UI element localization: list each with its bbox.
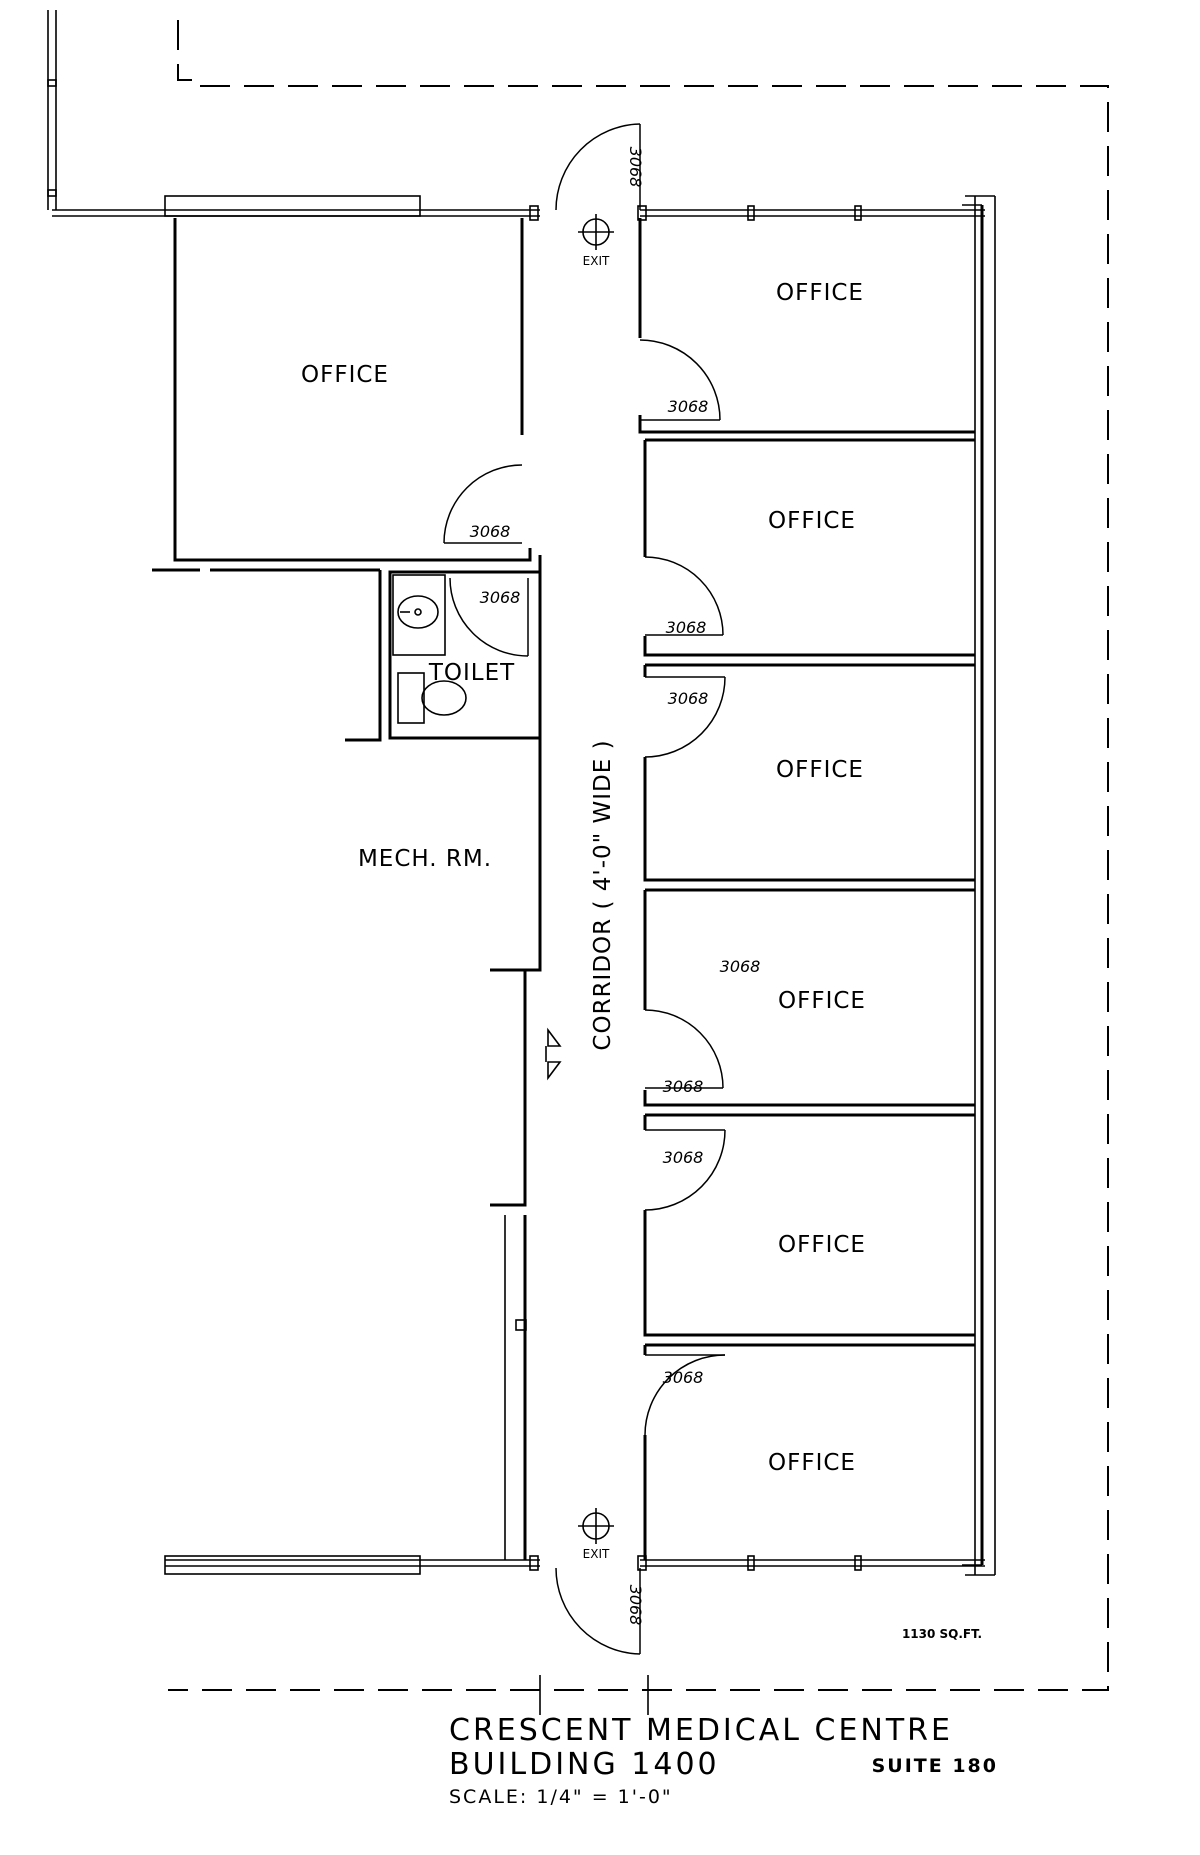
door-code-office-6: 3068: [663, 1368, 704, 1387]
exit-sign-top: [578, 214, 614, 250]
south-wall: [164, 1555, 985, 1575]
room-label-office-1: OFFICE: [776, 280, 864, 306]
room-label-mech-room: MECH. RM.: [358, 846, 492, 872]
exit-label-bottom: EXIT: [583, 1547, 610, 1561]
left-window: [47, 10, 57, 210]
area-label: 1130 SQ.FT.: [902, 1627, 982, 1641]
door-code-office-1: 3068: [668, 397, 709, 416]
room-label-west-office: OFFICE: [301, 362, 389, 388]
corridor-label: CORRIDOR ( 4'-0" WIDE ): [590, 739, 616, 1050]
east-wall: [962, 195, 996, 1576]
title-building: BUILDING 1400: [449, 1747, 720, 1782]
room-label-office-4: OFFICE: [778, 988, 866, 1014]
room-label-office-3: OFFICE: [776, 757, 864, 783]
title-name: CRESCENT MEDICAL CENTRE: [449, 1713, 953, 1748]
door-code-toilet: 3068: [480, 588, 521, 607]
door-code-office-2: 3068: [666, 618, 707, 637]
north-wall: [52, 195, 985, 221]
title-suite: SUITE 180: [872, 1755, 998, 1777]
exit-sign-bottom: [578, 1508, 614, 1544]
door-code-exit-bottom: 3068: [626, 1585, 645, 1626]
exit-label-top: EXIT: [583, 254, 610, 268]
room-label-office-6: OFFICE: [768, 1450, 856, 1476]
room-label-office-2: OFFICE: [768, 508, 856, 534]
door-swings: [443, 123, 726, 1655]
door-code-office-4-upper: 3068: [720, 957, 761, 976]
lease-boundary: [168, 20, 1109, 1691]
mech-room-walls: [490, 555, 562, 1560]
door-code-exit-top: 3068: [626, 147, 645, 188]
room-label-toilet: TOILET: [428, 660, 515, 686]
door-code-office-4: 3068: [663, 1077, 704, 1096]
title-scale: SCALE: 1/4" = 1'-0": [449, 1786, 673, 1808]
room-label-office-5: OFFICE: [778, 1232, 866, 1258]
door-code-office-5: 3068: [663, 1148, 704, 1167]
door-code-west-office: 3068: [470, 522, 511, 541]
door-code-office-3: 3068: [668, 689, 709, 708]
west-office-walls: [152, 218, 532, 742]
